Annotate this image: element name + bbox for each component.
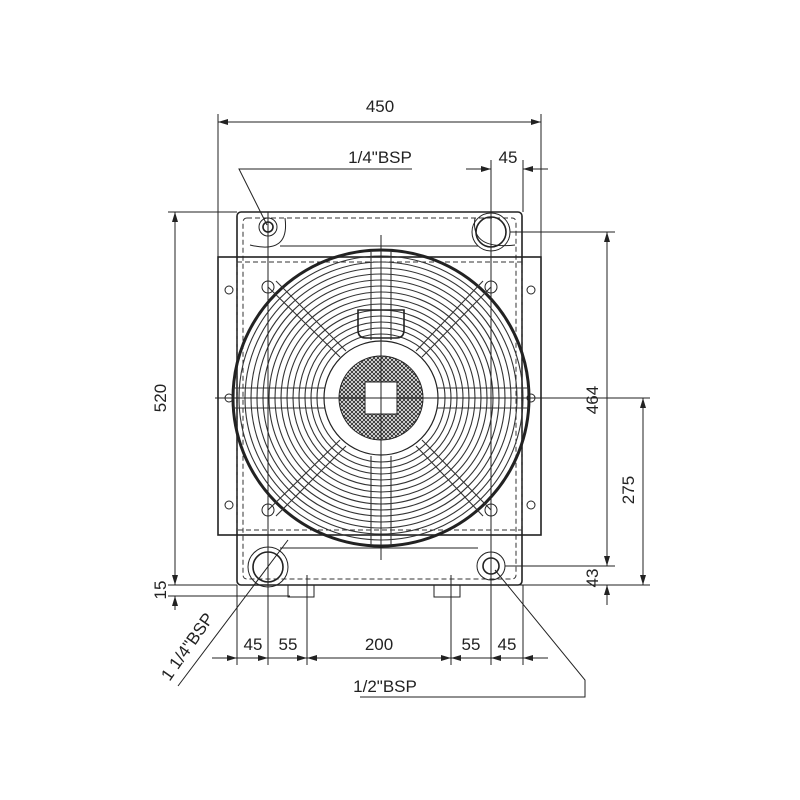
dim-base-offset: 15 [151,581,170,600]
dim-bottom-spacing: 45 [244,635,263,654]
guard-struts [233,252,529,545]
core-side-plates [217,256,542,536]
core-outline [236,261,523,531]
dim-bottom-spacing: 200 [365,635,393,654]
dim-center-height: 275 [619,476,638,504]
callout-vent-port: 1/2"BSP [353,677,417,696]
frame-inner-outline [242,217,517,580]
foot-left [287,584,315,598]
dim-port-offset-top: 45 [499,148,518,167]
foot-right [433,584,461,598]
dim-bottom-spacing: 55 [279,635,298,654]
dimension-lines [168,114,650,665]
motor-connector-box [357,309,405,339]
top-bracket-curves [249,217,516,248]
callout-leaders [177,168,586,698]
dim-bottom-port-height: 43 [583,569,602,588]
dim-bottom-spacing: 55 [462,635,481,654]
dim-overall-height: 520 [151,384,170,412]
dim-bottom-spacing: 45 [498,635,517,654]
callout-drain-port: 1/4"BSP [348,148,412,167]
dim-overall-width: 450 [366,97,394,116]
dim-port-center-distance: 464 [583,386,602,414]
center-lines [215,160,545,665]
